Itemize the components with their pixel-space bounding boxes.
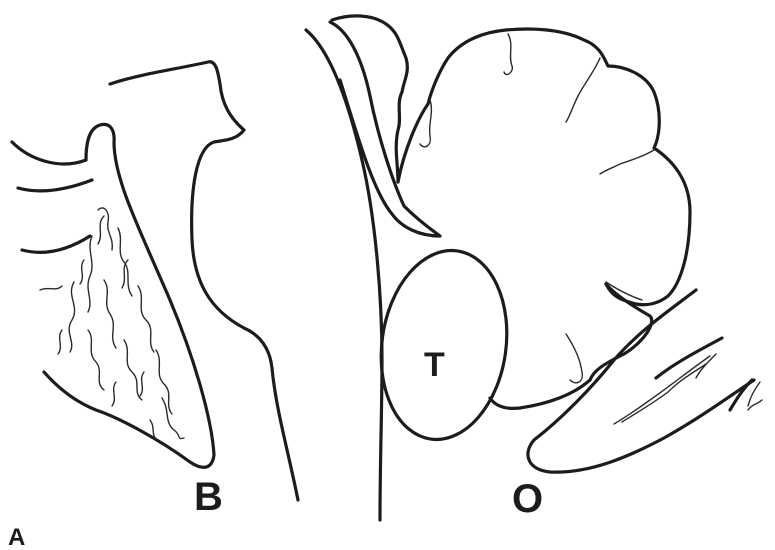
- left-root-lines: [12, 142, 92, 252]
- label-b: B: [194, 475, 223, 519]
- wedge-texture: [40, 208, 184, 440]
- wedge-structure: [44, 124, 214, 467]
- label-t: T: [424, 346, 445, 384]
- panel-label: A: [8, 524, 25, 550]
- label-o: O: [512, 477, 543, 521]
- lobed-structure: [330, 16, 690, 408]
- oval-mass: [369, 242, 518, 447]
- right-structure: [528, 290, 762, 472]
- central-column: [110, 62, 298, 500]
